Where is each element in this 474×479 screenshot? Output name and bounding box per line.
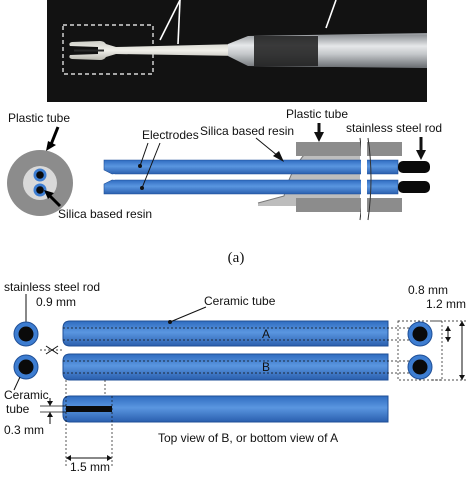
dim-tube-b-label: B [262,360,270,374]
side-view-plastic-tube-top [296,142,402,156]
dimension-diagram: stainless steel rod 0.9 mm A B Ceramic t… [4,280,466,474]
dim-view-label: Top view of B, or bottom view of A [158,431,338,445]
photo-leader-right [325,0,337,29]
dim-notch-label: 0.3 mm [4,423,44,437]
dim-gap-label: 0.9 mm [36,295,76,309]
dim-rod-diameter-label: 0.8 mm [408,283,448,297]
dim-steel-rod-slot [66,406,112,412]
photo-leader-left [159,0,181,41]
side-view-steel-rod-label: stainless steel rod [346,121,442,135]
cross-section-plastic-tube-label: Plastic tube [8,111,70,125]
dim-ceramic-tube-left-label: Ceramic tube [4,388,52,416]
cross-section: Plastic tube Silica based resin [7,111,152,221]
dim-tube-diameter-label: 1.2 mm [426,297,466,311]
dim-tube-a [62,320,389,347]
side-view-silica-label: Silica based resin [200,124,294,138]
dim-ceramic-tube-left-line2: tube [6,402,30,416]
side-view-steel-rod-top [398,161,430,173]
dim-ceramic-tube-label: Ceramic tube [204,294,276,308]
dim-ceramic-tube-left-line1: Ceramic [4,388,49,402]
side-view-electrode-bottom [103,179,399,195]
dim-tube-b [62,353,389,381]
probe-photo [47,0,427,102]
photo-leader-mid [177,0,181,45]
side-view: Electrodes Silica based resin Plastic tu… [103,107,442,221]
side-view-electrodes-label: Electrodes [142,128,199,142]
dim-tube-a-label: A [262,327,270,341]
side-view-plastic-tube-bottom [296,198,402,212]
photo-ceramic-fork [69,41,240,60]
cross-section-silica-label: Silica based resin [58,207,152,221]
side-view-electrode-top [103,159,399,175]
caption-a: (a) [228,250,245,266]
side-view-steel-rod-bottom [398,181,430,193]
dim-steel-rod-label: stainless steel rod [4,280,100,294]
side-view-plastic-tube-label: Plastic tube [286,107,348,121]
photo-probe-band [254,36,318,66]
dim-length-label: 1.5 mm [70,460,110,474]
